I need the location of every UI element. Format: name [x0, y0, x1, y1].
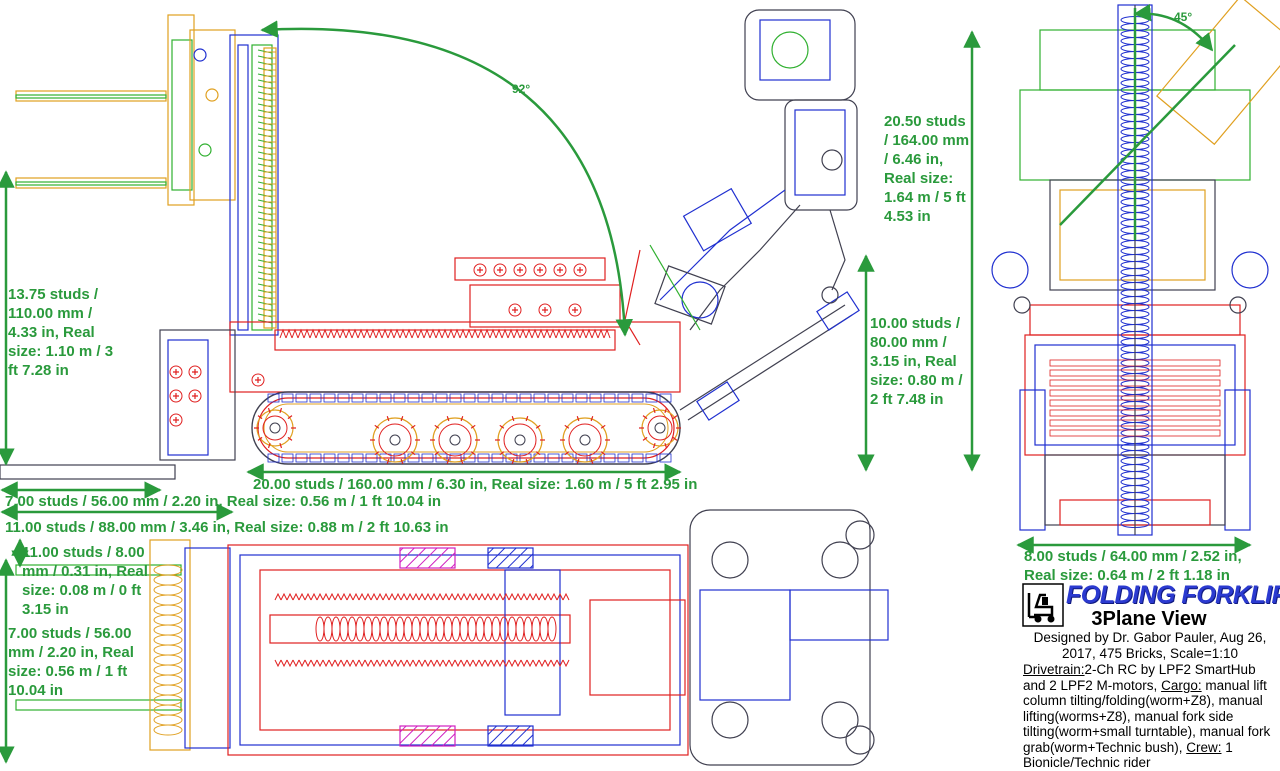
front-width-label: 8.00 studs / 64.00 mm / 2.52 in, Real si… — [1024, 548, 1242, 584]
crew-text: 1 Bionicle/Technic rider — [1023, 739, 1233, 771]
cargo-label: Cargo: — [1161, 677, 1202, 693]
title-block: FOLDING FORKLIFT 3Plane View Designed by… — [1020, 581, 1280, 771]
cargo-text: manual lift column tilting/folding(worm+… — [1023, 677, 1271, 755]
mast-rack-teeth — [257, 49, 276, 324]
subtitle: 3Plane View — [1091, 608, 1207, 630]
track-sprockets — [254, 407, 681, 464]
track-links — [267, 393, 672, 463]
fork-length-label: 7.00 studs / 56.00 mm / 2.20 in, Real si… — [5, 493, 442, 510]
drivetrain-label: Drivetrain: — [1023, 662, 1085, 677]
crew-label: Crew: — [1186, 739, 1222, 755]
dimension-lines — [0, 30, 1252, 764]
logo-text: FOLDING FORKLIFT — [1066, 581, 1280, 609]
fork-offset-label: 11.00 studs / 8.00 mm / 0.31 in, Real si… — [22, 544, 148, 618]
top-view-rack — [274, 592, 570, 668]
fold-angle-arc — [260, 20, 634, 337]
rear-arm — [679, 291, 860, 421]
overall-length-label: 11.00 studs / 88.00 mm / 3.46 in, Real s… — [5, 519, 449, 536]
total-height-label: 20.50 studs / 164.00 mm / 6.46 in, Real … — [884, 113, 970, 225]
drivetrain-text: 2-Ch RC by LPF2 SmartHub and 2 LPF2 M-mo… — [1023, 662, 1256, 693]
lift-height-label: 13.75 studs / 110.00 mm / 4.33 in, Real … — [8, 286, 114, 379]
top-view-worm — [153, 564, 557, 736]
chassis-rack — [279, 328, 611, 339]
side-view — [0, 9, 860, 480]
byline: Designed by Dr. Gabor Pauler, Aug 26, 20… — [1033, 630, 1267, 661]
tilt-angle-label: 45° — [1174, 10, 1193, 24]
top-width-label: 7.00 studs / 56.00 mm / 2.20 in, Real si… — [8, 625, 134, 699]
body-height-label: 10.00 studs / 80.00 mm / 3.15 in, Real s… — [870, 315, 963, 408]
forklift-icon — [1022, 583, 1064, 627]
description: Drivetrain:2-Ch RC by LPF2 SmartHub and … — [1023, 662, 1279, 771]
raised-fork — [15, 14, 236, 206]
fold-angle-label: 92° — [512, 82, 531, 96]
rider-figure — [624, 9, 858, 346]
tilt-angle-lines — [1059, 3, 1236, 240]
body-length-label: 20.00 studs / 160.00 mm / 6.30 in, Real … — [253, 476, 698, 493]
top-view — [15, 509, 889, 766]
